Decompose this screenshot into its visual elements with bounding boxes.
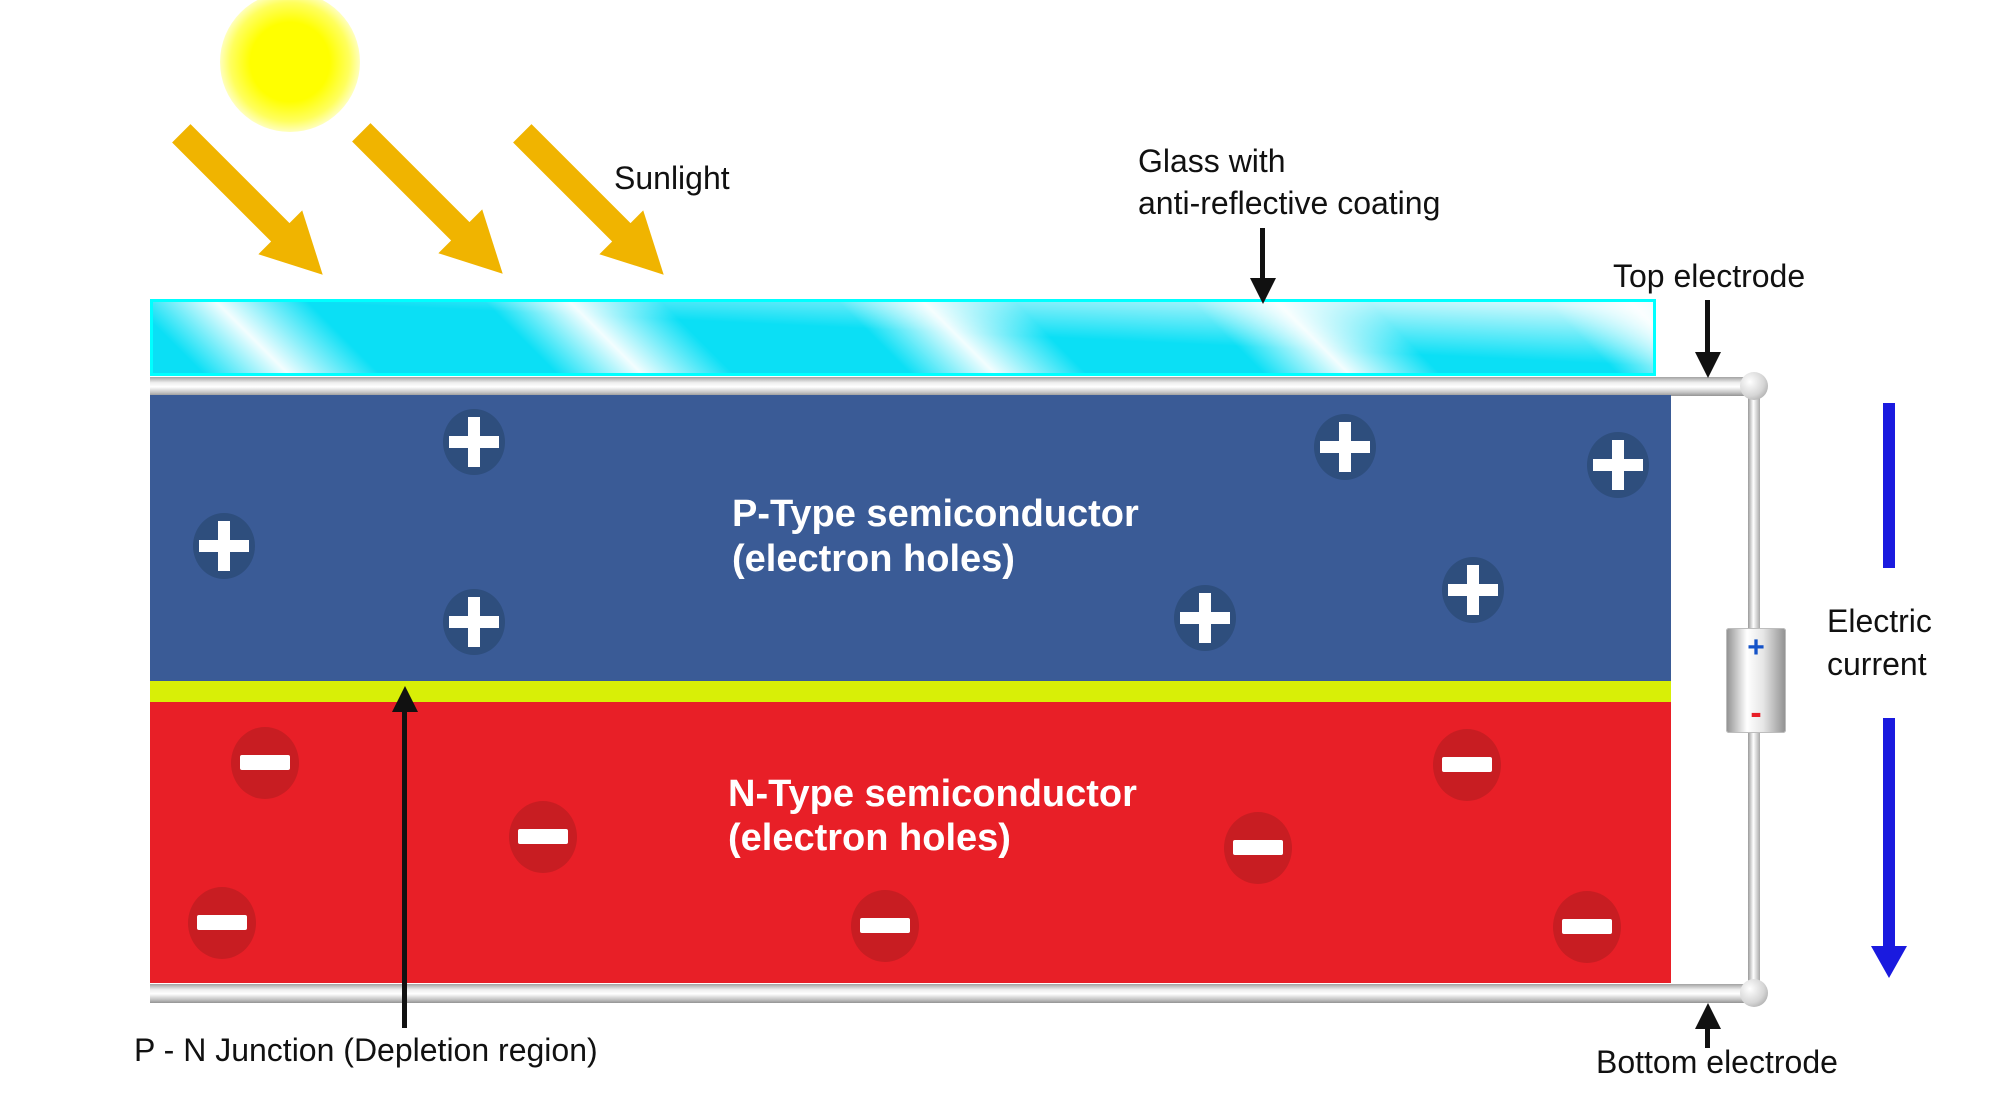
hole-plus-icon — [443, 589, 505, 655]
pn-junction-strip — [150, 681, 1671, 702]
sun-ray-arrow-icon — [339, 110, 525, 296]
p-type-label-line2: (electron holes) — [732, 538, 1015, 580]
minus-bar — [197, 915, 247, 930]
n-type-label: N-Type semiconductor (electron holes) — [728, 772, 1137, 860]
n-type-label-line2: (electron holes) — [728, 817, 1011, 859]
hole-plus-icon — [1587, 432, 1649, 498]
p-type-label: P-Type semiconductor (electron holes) — [732, 492, 1139, 582]
pn-junction-label: P - N Junction (Depletion region) — [134, 1032, 598, 1068]
electric-current-label: Electric current — [1827, 600, 1932, 686]
electron-minus-icon — [188, 887, 256, 959]
p-type-label-line1: P-Type semiconductor — [732, 493, 1139, 535]
sun-ray-arrow-icon — [159, 111, 345, 297]
hole-plus-icon — [1442, 557, 1504, 623]
hole-plus-icon — [1314, 414, 1376, 480]
sun-icon — [220, 0, 360, 132]
plus-v-bar — [468, 597, 480, 647]
glass-layer — [150, 299, 1656, 376]
top-electrode-arrow-icon — [1695, 352, 1721, 378]
glass-pointer-arrow-icon — [1250, 278, 1276, 304]
ray-shaft — [352, 123, 471, 242]
battery-cell: + - — [1726, 628, 1786, 733]
bottom-electrode-label: Bottom electrode — [1596, 1044, 1838, 1080]
plus-v-bar — [1467, 565, 1479, 615]
pn-junction-arrow-icon — [392, 686, 418, 712]
minus-bar — [1562, 919, 1612, 934]
plus-v-bar — [218, 521, 230, 571]
electron-minus-icon — [1553, 891, 1621, 963]
top-electrode-bar — [150, 377, 1753, 396]
electron-minus-icon — [509, 801, 577, 873]
current-direction-bar-upper — [1883, 403, 1895, 568]
top-electrode-arrow-shaft — [1705, 300, 1710, 354]
bottom-electrode-arrow-shaft — [1705, 1027, 1710, 1048]
electron-minus-icon — [851, 890, 919, 962]
minus-bar — [1233, 840, 1283, 855]
bottom-electrode-bar — [150, 984, 1753, 1003]
plus-v-bar — [1199, 593, 1211, 643]
minus-bar — [860, 918, 910, 933]
plus-v-bar — [1339, 422, 1351, 472]
electron-minus-icon — [1433, 729, 1501, 801]
glass-label-line2: anti-reflective coating — [1138, 185, 1441, 221]
wire-joint-top — [1740, 372, 1768, 400]
bottom-electrode-arrow-icon — [1695, 1003, 1721, 1029]
sun-ray-arrow-icon — [500, 111, 686, 297]
current-direction-bar-lower — [1883, 718, 1895, 948]
minus-bar — [518, 829, 568, 844]
p-type-layer — [150, 395, 1671, 681]
electric-current-line2: current — [1827, 646, 1927, 682]
top-electrode-label: Top electrode — [1613, 258, 1806, 294]
hole-plus-icon — [443, 409, 505, 475]
wire-joint-bottom — [1740, 979, 1768, 1007]
pn-junction-arrow-shaft — [402, 710, 407, 1028]
plus-v-bar — [1612, 440, 1624, 490]
glass-label: Glass with anti-reflective coating — [1138, 140, 1440, 224]
ray-shaft — [172, 124, 291, 243]
electric-current-line1: Electric — [1827, 603, 1932, 639]
glass-label-line1: Glass with — [1138, 143, 1286, 179]
hole-plus-icon — [1174, 585, 1236, 651]
battery-plus-terminal: + — [1747, 631, 1765, 664]
plus-v-bar — [468, 417, 480, 467]
minus-bar — [1442, 757, 1492, 772]
current-direction-arrowhead-icon — [1871, 946, 1907, 978]
sunlight-label: Sunlight — [614, 160, 730, 196]
hole-plus-icon — [193, 513, 255, 579]
electron-minus-icon — [1224, 812, 1292, 884]
minus-bar — [240, 755, 290, 770]
electron-minus-icon — [231, 727, 299, 799]
glass-pointer-arrow-shaft — [1260, 228, 1265, 280]
battery-minus-terminal: - — [1750, 694, 1762, 732]
n-type-label-line1: N-Type semiconductor — [728, 773, 1137, 815]
